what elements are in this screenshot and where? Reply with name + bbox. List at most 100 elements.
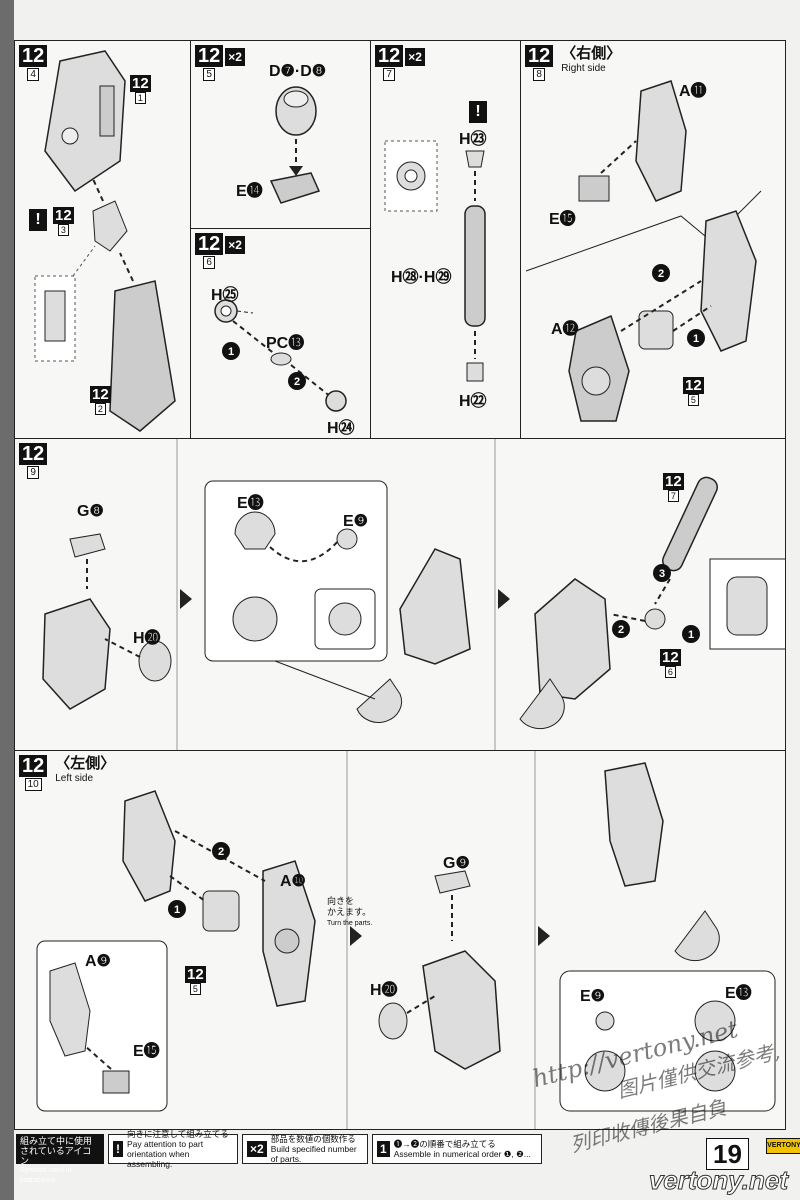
part-label-g9: G❾ xyxy=(443,855,470,872)
turn-note-jp: 向きを かえます。 xyxy=(327,896,372,917)
flow-arrow-icon xyxy=(498,589,510,609)
part-label-e13: E⓭ xyxy=(237,495,264,512)
step-number: 12 xyxy=(19,443,48,465)
watermark-site: vertony.net xyxy=(648,1165,788,1196)
side-label-en: Left side xyxy=(55,773,94,784)
sub-step: 7 xyxy=(383,68,395,81)
step-number: 12 xyxy=(19,45,48,67)
attention-icon: ! xyxy=(29,209,47,231)
svg-text:2: 2 xyxy=(294,376,300,388)
page-number: 19 xyxy=(706,1138,749,1170)
part-label-a12: A⓬ xyxy=(551,321,579,338)
panel-art-12-7 xyxy=(384,140,486,382)
brand-tag: VERTONY xyxy=(766,1138,800,1154)
sub-step: 8 xyxy=(533,68,545,81)
step-number: 12 xyxy=(195,233,224,255)
part-label-g8: G❽ xyxy=(77,503,104,520)
svg-text:2: 2 xyxy=(658,268,664,280)
part-label-e14: E⓮ xyxy=(236,183,263,200)
sub-step: 5 xyxy=(203,68,215,81)
panel-art-12-8: 2 1 xyxy=(525,80,762,422)
part-label-a11: A⓫ xyxy=(679,83,707,100)
part-label-e15: E⓯ xyxy=(549,211,576,228)
panel-art-12-4 xyxy=(34,50,176,432)
binding-edge xyxy=(0,0,14,1200)
part-label-h22: H㉒ xyxy=(459,393,487,410)
step-number: 12 xyxy=(19,755,48,777)
part-label-h23: H㉓ xyxy=(459,131,487,148)
sub-step: 6 xyxy=(203,256,215,269)
times-badge: ×2 xyxy=(225,48,245,66)
flow-arrow-icon xyxy=(180,589,192,609)
svg-text:2: 2 xyxy=(618,624,624,636)
svg-text:1: 1 xyxy=(174,904,180,916)
turn-parts-note: 向きを かえます。 Turn the parts. xyxy=(327,896,387,929)
flow-arrow-icon xyxy=(350,926,362,946)
times-badge: ×2 xyxy=(225,236,245,254)
attention-icon: ! xyxy=(113,1141,123,1157)
part-label-h20: H⓴ xyxy=(133,630,161,647)
part-label-h24: H㉔ xyxy=(327,420,355,437)
part-label-h25: H㉕ xyxy=(211,287,239,304)
step-number: 12 xyxy=(195,45,224,67)
sub-step: 10 xyxy=(24,778,42,791)
svg-text:3: 3 xyxy=(659,568,665,580)
panel-art-12-9: 3 2 1 xyxy=(42,439,785,751)
sub-step: 4 xyxy=(27,68,39,81)
part-label-e9: E❾ xyxy=(580,988,606,1005)
panel-art-12-6: 1 2 xyxy=(214,299,347,412)
part-label-e9: E❾ xyxy=(343,513,369,530)
times-badge: ×2 xyxy=(405,48,425,66)
part-label-h20: H⓴ xyxy=(370,982,398,999)
part-label-h28-h29: H㉘·H㉙ xyxy=(391,269,452,286)
svg-text:1: 1 xyxy=(228,346,234,358)
part-label-pc13: PC⓭ xyxy=(266,335,305,352)
side-label-jp: 〈左側〉 xyxy=(55,755,116,772)
part-label-a9: A❾ xyxy=(85,953,111,970)
side-label-en: Right side xyxy=(561,63,606,74)
part-label-e13: E⓭ xyxy=(725,985,752,1002)
panel-art-12-5 xyxy=(269,86,321,204)
part-label-e15: E⓯ xyxy=(133,1043,160,1060)
svg-text:1: 1 xyxy=(688,629,694,641)
order-icon: 1 xyxy=(377,1141,390,1157)
step-number: 12 xyxy=(375,45,404,67)
times-icon: ×2 xyxy=(247,1141,267,1157)
attention-icon: ! xyxy=(469,101,487,123)
side-label-jp: 〈右側〉 xyxy=(561,45,622,62)
sub-step: 9 xyxy=(27,466,39,479)
part-label-a10: A❿ xyxy=(280,873,306,890)
part-label-d7-d8: D❼·D❽ xyxy=(269,63,327,80)
panel-art-12-10: 2 1 xyxy=(36,751,776,1129)
flow-arrow-icon xyxy=(538,926,550,946)
svg-text:1: 1 xyxy=(693,333,699,345)
svg-text:2: 2 xyxy=(218,846,224,858)
turn-note-en: Turn the parts. xyxy=(327,920,373,927)
